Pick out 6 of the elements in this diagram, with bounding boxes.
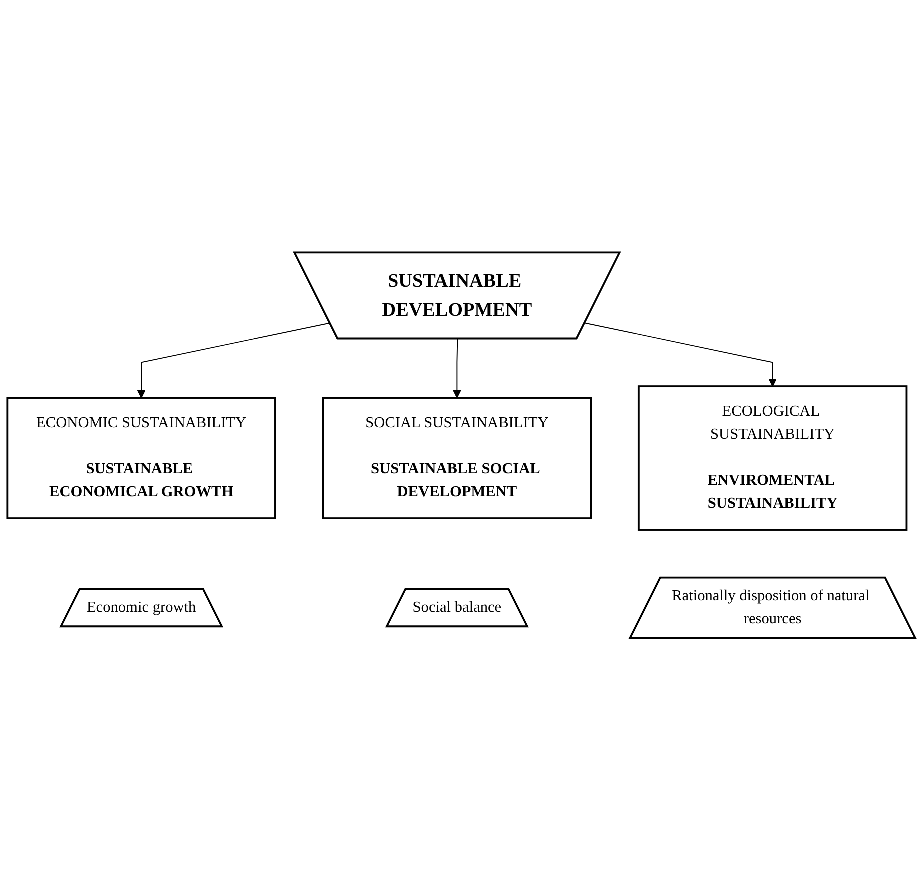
- arrow: [584, 322, 778, 388]
- node-box: ECONOMIC SUSTAINABILITY SUSTAINABLE ECONOMICAL GROWTH: [6, 397, 276, 520]
- node-box: SOCIAL SUSTAINABILITY SUSTAINABLE SOCIAL DEVELOPMENT: [322, 397, 592, 520]
- node-box: ECOLOGICAL SUSTAINABILITY ENVIROMENTAL SUSTAINABILITY: [638, 386, 908, 532]
- arrow: [137, 322, 331, 399]
- arrow: [453, 338, 462, 399]
